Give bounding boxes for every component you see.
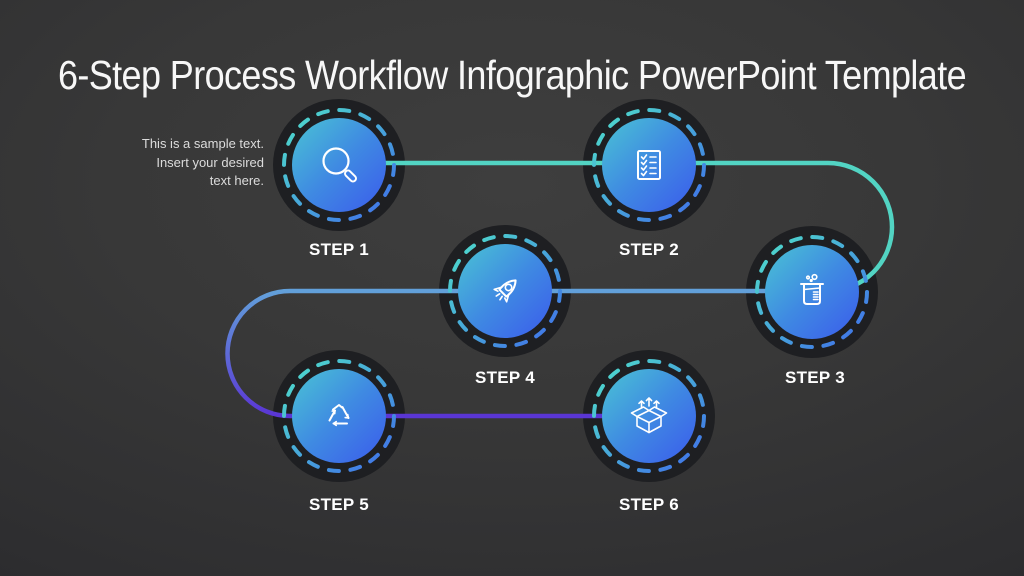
step-3-node <box>755 235 869 349</box>
connector-segment-descending <box>225 288 291 419</box>
open-box-icon <box>630 397 668 434</box>
step-2-node <box>592 108 706 222</box>
sample-text-line: Insert your desired <box>156 154 264 170</box>
step-1-circle <box>292 118 386 212</box>
step-3-label: STEP 3 <box>784 368 846 387</box>
step-5-dashed-ring <box>282 359 396 473</box>
magnifier-search-icon <box>322 147 357 183</box>
step-5-circle <box>292 369 386 463</box>
step-3-dashed-ring <box>755 235 869 349</box>
rocket-icon <box>493 279 517 303</box>
checklist-icon <box>637 150 661 180</box>
step-5-label: STEP 5 <box>308 495 370 514</box>
step-6-label: STEP 6 <box>618 495 680 514</box>
lab-beaker-icon <box>800 273 824 305</box>
step-4-dashed-ring <box>448 234 562 348</box>
step-6-dashed-ring <box>592 359 706 473</box>
step-2-label: STEP 2 <box>618 240 680 259</box>
recycle-icon <box>328 404 350 427</box>
step-3-circle <box>765 245 859 339</box>
slide-title: 6-Step Process Workflow Infographic Powe… <box>57 52 967 99</box>
step-2-circle <box>602 118 696 212</box>
step-4-label: STEP 4 <box>474 368 536 387</box>
step-2-dashed-ring <box>592 108 706 222</box>
sample-text-line: This is a sample text. <box>141 136 264 151</box>
step-4-node <box>448 234 562 348</box>
step-6-circle <box>602 369 696 463</box>
step-4-circle <box>458 244 552 338</box>
sample-text-line: text here. <box>209 173 264 188</box>
sample-text-block: This is a sample text. Insert your desir… <box>40 135 264 191</box>
step-1-dashed-ring <box>282 108 396 222</box>
step-5-node <box>282 359 396 473</box>
step-6-node <box>592 359 706 473</box>
step-1-node <box>282 108 396 222</box>
step-1-label: STEP 1 <box>308 240 370 259</box>
